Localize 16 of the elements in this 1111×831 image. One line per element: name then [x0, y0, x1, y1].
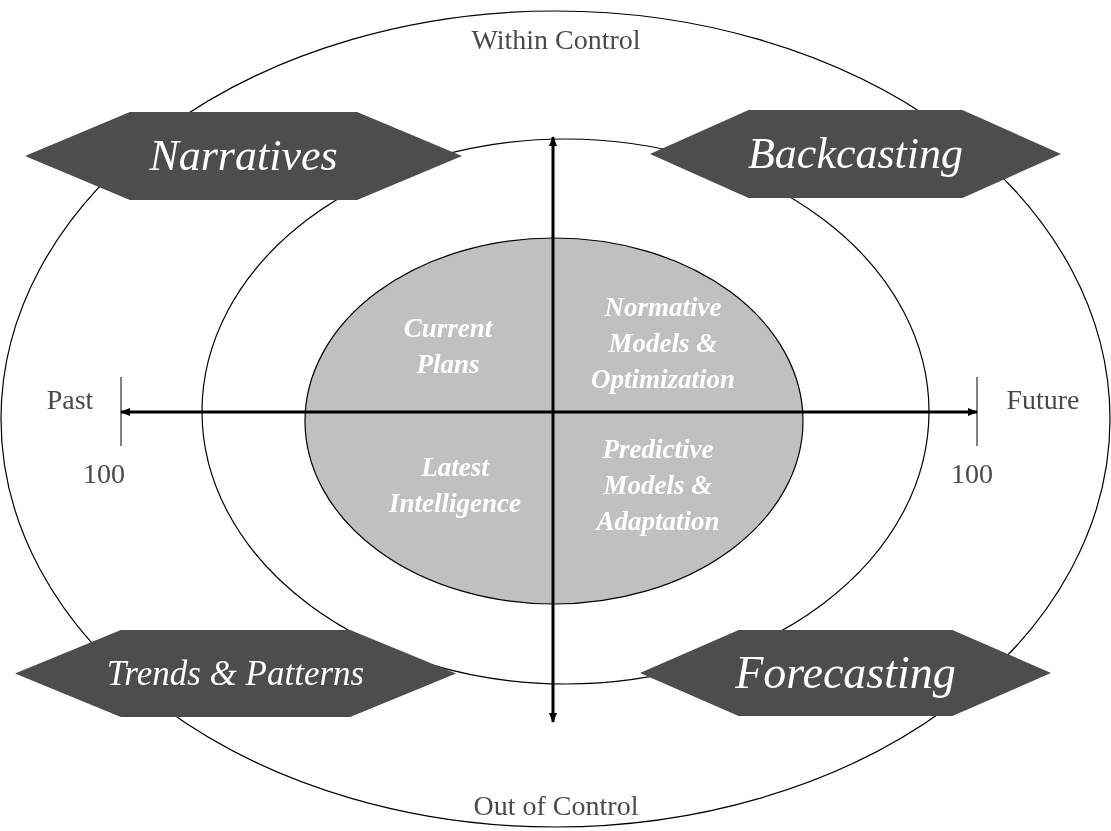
axis-label: Past [46, 384, 94, 416]
ring-label: Out of Control [473, 790, 639, 822]
axis-label: 100 [83, 458, 125, 490]
method-label: Trends & Patterns [106, 656, 365, 691]
outer-ellipse [1, 11, 1110, 827]
ring-label: Within Control [471, 24, 641, 56]
quadrant-label: Latest Intelligence [387, 451, 522, 520]
axis-label: Future [1006, 384, 1080, 416]
axis-label: 100 [951, 458, 993, 490]
method-label: Backcasting [747, 132, 963, 176]
inner-ellipse [305, 238, 803, 604]
quadrant-label: Predictive Models & Adaptation [594, 433, 721, 538]
quadrant-label: Current Plans [402, 312, 494, 381]
method-label: Narratives [149, 134, 338, 178]
quadrant-label: Normative Models & Optimization [590, 291, 736, 396]
method-label: Forecasting [735, 650, 956, 696]
